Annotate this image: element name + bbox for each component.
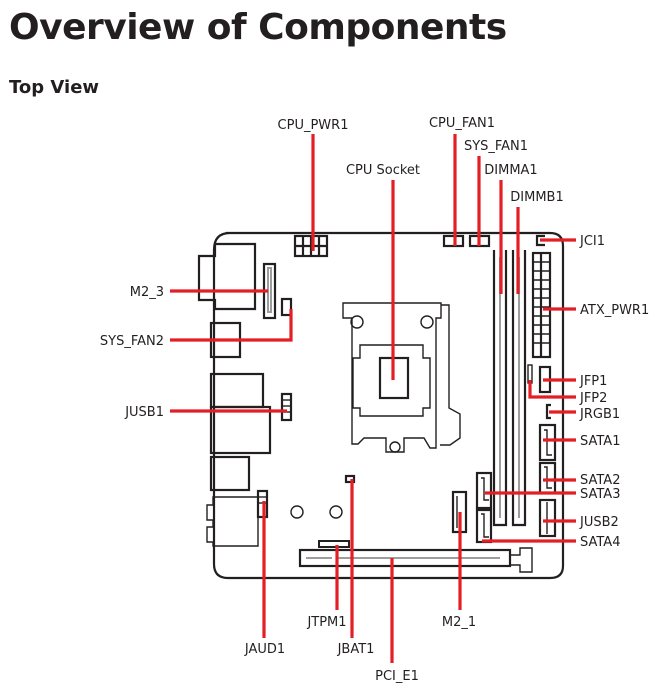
jci1-header <box>535 234 545 247</box>
label-cpu-pwr1: CPU_PWR1 <box>278 118 349 133</box>
label-cpu-fan1: CPU_FAN1 <box>429 116 495 131</box>
jusb1-header <box>280 392 293 422</box>
label-jci1: JCI1 <box>579 234 605 249</box>
label-atx-pwr1: ATX_PWR1 <box>580 303 649 318</box>
atx-pwr1-connector <box>531 251 552 359</box>
sata3-connector <box>475 471 493 510</box>
sata4-connector <box>475 508 493 544</box>
sata1-connector <box>538 423 557 462</box>
leader-jfp2 <box>528 380 576 399</box>
label-sys-fan1: SYS_FAN1 <box>464 139 528 154</box>
mounting-hole <box>329 505 343 519</box>
label-sys-fan2: SYS_FAN2 <box>100 334 164 349</box>
label-pci-e1: PCI_E1 <box>375 669 419 684</box>
jtpm1-header <box>318 540 350 548</box>
jrgb1-header <box>545 403 551 420</box>
label-jaud1: JAUD1 <box>244 642 285 657</box>
label-sata4: SATA4 <box>580 535 620 550</box>
label-dimmb1: DIMMB1 <box>510 190 563 205</box>
leader-lines <box>170 134 576 663</box>
sys-fan2-header <box>280 297 293 317</box>
cpu-socket <box>342 302 461 453</box>
label-m2-1: M2_1 <box>442 615 476 630</box>
label-dimma1: DIMMA1 <box>484 163 537 178</box>
board-outline <box>212 231 565 580</box>
mounting-hole <box>290 505 304 519</box>
label-sata3: SATA3 <box>580 487 620 502</box>
cpu-pwr1-connector <box>293 234 329 258</box>
rear-io <box>197 242 272 547</box>
label-jfp2: JFP2 <box>579 391 607 406</box>
dimma1-slot <box>492 250 508 527</box>
jusb2-header <box>538 498 557 538</box>
pci-e1-slot <box>298 547 533 573</box>
jbat1-header <box>344 474 356 484</box>
label-sata1: SATA1 <box>580 434 620 449</box>
leader-sys-fan2 <box>170 309 293 342</box>
label-sata2: SATA2 <box>580 473 620 488</box>
label-jfp1: JFP1 <box>579 374 607 389</box>
label-jrgb1: JRGB1 <box>579 407 620 422</box>
label-jusb1: JUSB1 <box>124 405 164 420</box>
section-subtitle: Top View <box>9 77 100 98</box>
label-m2-3: M2_3 <box>130 285 164 300</box>
label-cpu-socket: CPU Socket <box>346 163 420 178</box>
label-jbat1: JBAT1 <box>337 642 375 657</box>
label-jusb2: JUSB2 <box>579 515 619 530</box>
component-labels: CPU_PWR1 CPU Socket CPU_FAN1 SYS_FAN1 DI… <box>100 116 649 684</box>
sata2-connector <box>538 461 557 495</box>
label-jtpm1: JTPM1 <box>306 615 346 630</box>
dimmb1-slot <box>511 250 527 527</box>
page-title: Overview of Components <box>9 7 507 48</box>
